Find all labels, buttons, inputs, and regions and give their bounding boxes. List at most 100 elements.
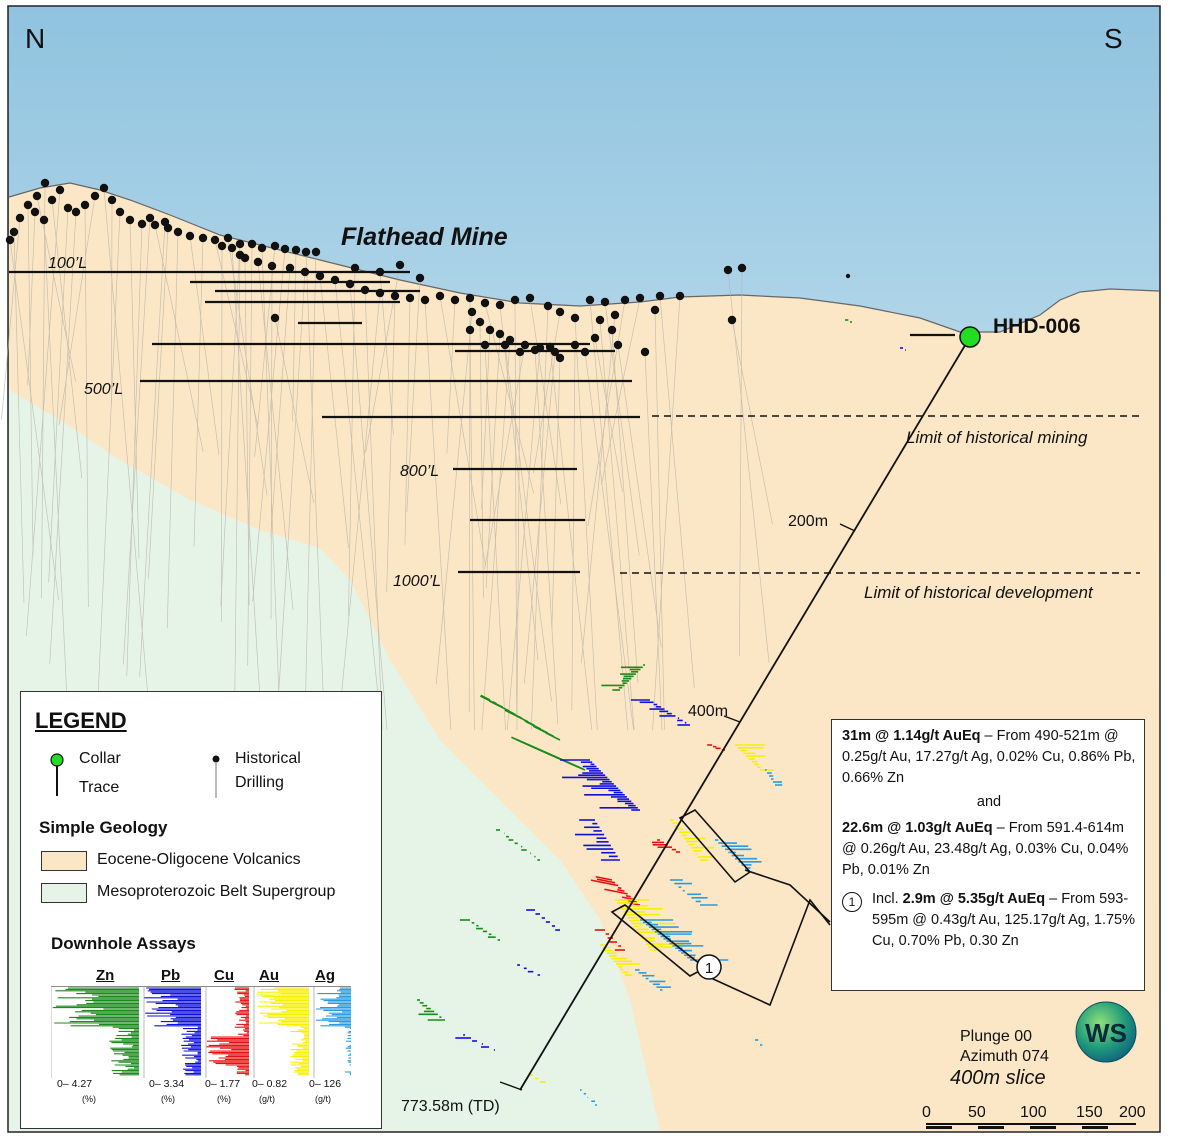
historical-trace	[574, 317, 598, 731]
assay-range-pb: 0– 3.34	[149, 1078, 185, 1090]
historical-trace	[348, 267, 356, 616]
historical-collar-dot	[485, 325, 495, 335]
historical-trace	[231, 247, 263, 731]
historical-trace	[580, 314, 616, 664]
historical-collar-dot	[247, 239, 257, 249]
historical-collar-dot	[467, 307, 477, 317]
historical-collar-dot	[137, 219, 147, 229]
historical-trace	[274, 317, 315, 503]
historical-trace	[139, 221, 166, 677]
historical-collar-dot	[5, 235, 15, 245]
historical-trace	[319, 275, 349, 548]
historical-trace	[435, 311, 473, 685]
historical-collar-dot	[30, 207, 40, 217]
historical-collar-dot	[495, 300, 505, 310]
legend-geo-belt: Mesoproterozoic Belt Supergroup	[97, 883, 336, 900]
historical-trace	[523, 351, 556, 684]
assay-col-zn: Zn	[96, 967, 115, 984]
legend-geo-volcanics: Eocene-Oligocene Volcanics	[97, 851, 301, 868]
historical-collar-dot	[545, 342, 555, 352]
historical-trace	[111, 199, 113, 405]
result-1: 31m @ 1.14g/t AuEq – From 490-521m @ 0.2…	[842, 728, 1136, 786]
historical-collar-dot	[495, 329, 505, 339]
historical-collar-dot	[315, 271, 325, 281]
historical-collar-dot	[390, 291, 400, 301]
zn-bar	[543, 751, 586, 771]
cu-bar	[617, 888, 625, 892]
historical-collar-dot	[613, 340, 623, 350]
historical-trace	[571, 344, 576, 711]
td-label: 773.58m (TD)	[401, 1098, 500, 1115]
historical-collar-dot	[360, 285, 370, 295]
historical-trace	[247, 243, 253, 666]
assay-col-pb: Pb	[161, 967, 181, 984]
scale-tick-50: 50	[968, 1104, 986, 1121]
historical-trace	[406, 277, 421, 512]
historical-trace	[516, 351, 521, 731]
zn-bar	[525, 720, 542, 730]
limit-development-label: Limit of historical development	[864, 583, 1094, 602]
historical-collar-dot	[330, 275, 340, 285]
historical-collar-dot	[655, 291, 665, 301]
historical-collar-dot	[125, 215, 135, 225]
historical-trace	[652, 295, 681, 731]
zn-bar	[489, 700, 510, 712]
historical-collar-dot	[570, 340, 580, 350]
historical-trace	[341, 292, 381, 693]
historical-collar-dot	[15, 213, 25, 223]
north-label: N	[25, 23, 45, 54]
south-label: S	[1104, 23, 1123, 54]
scale-tick-0: 0	[922, 1104, 931, 1121]
zn-bar	[505, 709, 516, 716]
depth-label-200: 200m	[788, 513, 828, 530]
azimuth-label: Azimuth 074	[960, 1048, 1049, 1065]
historical-collar-dot	[580, 347, 590, 357]
historical-trace	[481, 329, 491, 509]
historical-trace	[27, 204, 34, 555]
historical-collar-dot	[223, 233, 233, 243]
historical-trace	[244, 257, 250, 606]
assay-col-ag: Ag	[315, 967, 335, 984]
scale-tick-150: 150	[1076, 1104, 1103, 1121]
historical-collar-dot	[99, 183, 109, 193]
level-lines	[9, 270, 955, 574]
historical-collar-dot	[480, 298, 490, 308]
historical-trace	[504, 344, 552, 702]
results-panel: 31m @ 1.14g/t AuEq – From 490-521m @ 0.2…	[831, 719, 1145, 991]
historical-trace	[481, 339, 511, 731]
historical-drill-traces	[1, 182, 773, 731]
hhd-006-collar-icon[interactable]	[959, 326, 981, 348]
historical-collar-dot	[650, 305, 660, 315]
historical-trace	[227, 237, 268, 496]
scale-bar: 0 50 100 150 200	[922, 1104, 1146, 1129]
legend-historical-1: Historical	[235, 750, 301, 767]
assay-col-au: Au	[259, 967, 279, 984]
historical-collar-dot	[198, 233, 208, 243]
historical-trace	[148, 227, 169, 579]
volcanics-swatch	[41, 851, 87, 871]
historical-trace	[404, 297, 411, 545]
assay-unit-au: (g/t)	[259, 1094, 276, 1104]
historical-collar-dot	[301, 247, 311, 257]
historical-trace	[41, 182, 46, 599]
historical-trace	[601, 297, 641, 485]
historical-trace	[485, 333, 501, 588]
assay-range-ag: 0– 126	[309, 1078, 342, 1090]
historical-collar-dot	[515, 347, 525, 357]
historical-collar-dot	[450, 295, 460, 305]
assay-range-au: 0– 0.82	[252, 1078, 288, 1090]
historical-collar-dot	[55, 185, 65, 195]
historical-trace	[424, 299, 452, 731]
historical-drill-collars	[5, 178, 851, 363]
historical-trace	[234, 254, 241, 699]
historical-trace	[468, 297, 471, 712]
historical-collar-dot	[47, 195, 57, 205]
historical-collar-dot	[375, 267, 385, 277]
historical-collar-dot	[311, 247, 321, 257]
historical-trace	[611, 329, 639, 684]
historical-trace	[604, 301, 640, 556]
level-label-100: 100’L	[48, 255, 87, 272]
historical-collar-dot	[32, 191, 42, 201]
scale-tick-200: 200	[1119, 1104, 1146, 1121]
historical-collar-dot	[107, 195, 117, 205]
